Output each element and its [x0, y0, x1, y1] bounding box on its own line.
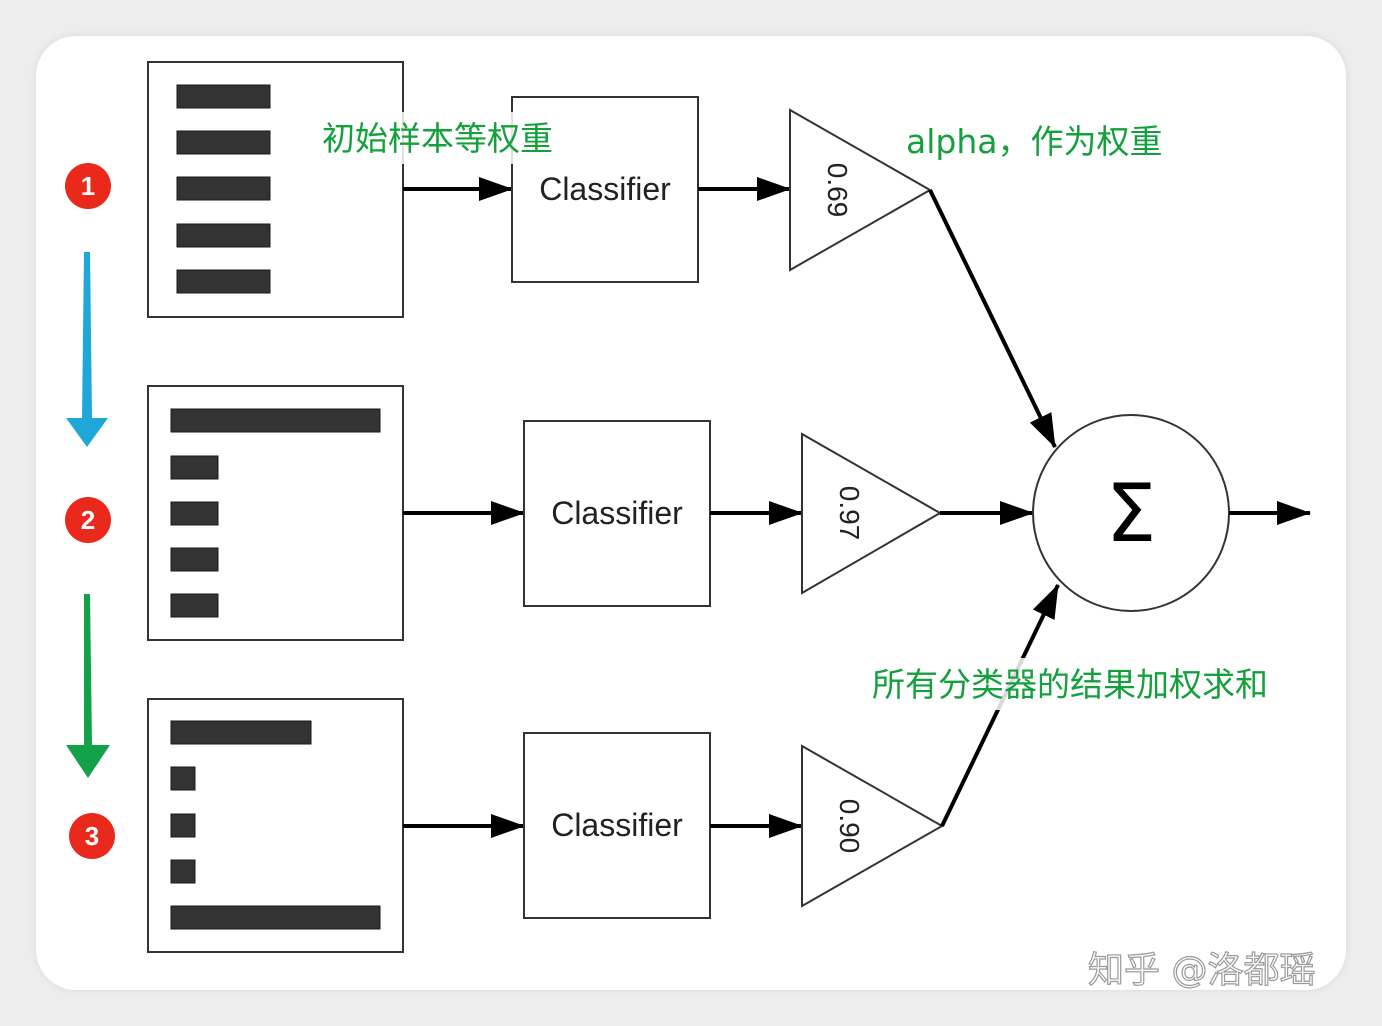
step-badge-1: 1 [65, 163, 111, 209]
sample-weights-box-2 [147, 385, 404, 641]
step-badge-3: 3 [69, 813, 115, 859]
classifier-box-3: Classifier [523, 732, 711, 919]
step-badge-2: 2 [65, 497, 111, 543]
arrow-weight-1-to-sum [928, 189, 1057, 448]
step-label-2: 2 [81, 505, 95, 535]
watermark: 知乎 @洛都瑶 [1088, 950, 1315, 991]
weight-value-1: 0.69 [822, 163, 853, 218]
classifier-label-2: Classifier [551, 495, 683, 531]
classifier-label-1: Classifier [539, 171, 671, 207]
down-arrow-blue [66, 252, 108, 447]
sum-node: Σ [1032, 414, 1230, 612]
annotation-alpha-weight: alpha，作为权重 [906, 122, 1162, 161]
weight-triangle-3: 0.90 [801, 744, 945, 908]
weight-value-2: 0.97 [834, 486, 865, 541]
weight-value-3: 0.90 [834, 799, 865, 854]
sum-symbol: Σ [1106, 467, 1157, 560]
annotation-weighted-sum: 所有分类器的结果加权求和 [872, 665, 1268, 704]
sample-weights-box-3 [147, 698, 404, 953]
step-label-1: 1 [81, 171, 95, 201]
classifier-box-2: Classifier [523, 420, 711, 607]
annotation-bg-initial [312, 112, 584, 164]
sample-weights-box-1 [147, 61, 404, 318]
weight-triangle-2: 0.97 [801, 432, 943, 595]
classifier-label-3: Classifier [551, 807, 683, 843]
down-arrow-green [66, 594, 110, 778]
annotation-bg-alpha [896, 114, 1192, 166]
step-label-3: 3 [85, 821, 99, 851]
weight-triangle-1: 0.69 [789, 108, 933, 272]
annotation-bg-sum [862, 658, 1330, 710]
annotation-initial-weights: 初始样本等权重 [322, 119, 553, 158]
